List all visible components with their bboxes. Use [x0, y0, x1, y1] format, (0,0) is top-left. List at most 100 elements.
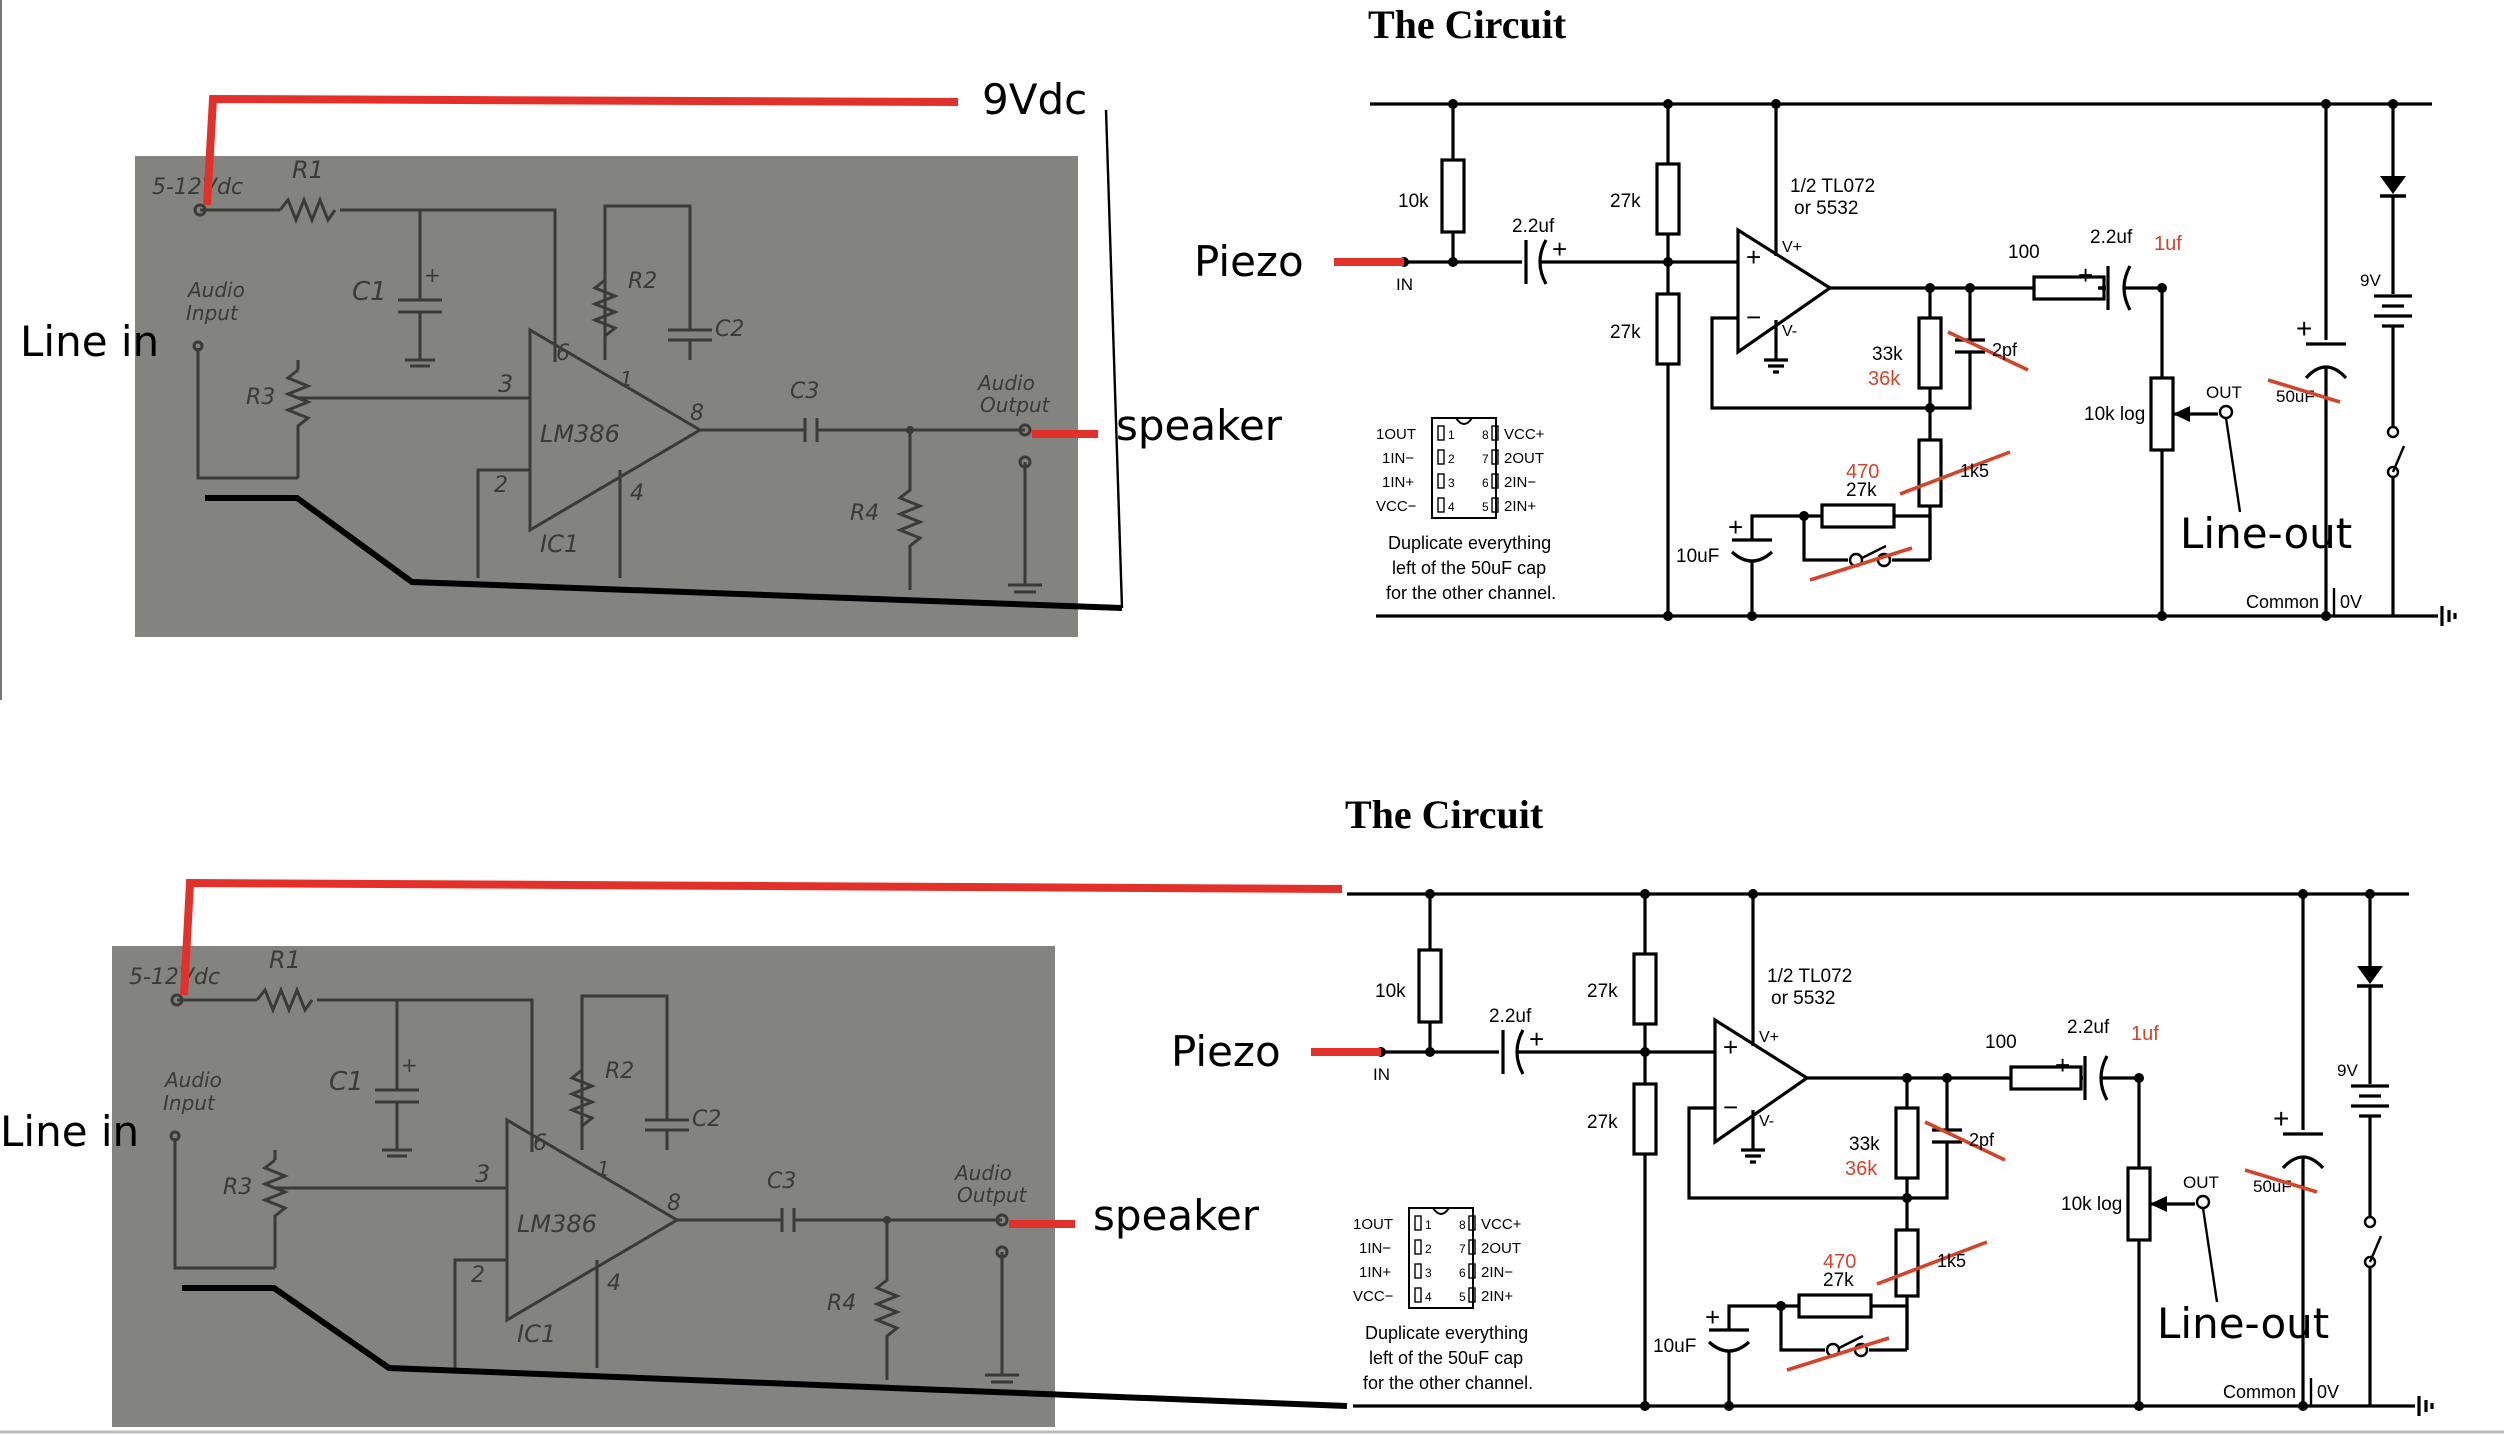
- r33k-label: 33k: [1849, 1134, 1880, 1155]
- opamp-label-2: or 5532: [1794, 198, 1858, 219]
- line-in-label: Line in: [0, 1107, 139, 1156]
- opamp-label-1: 1/2 TL072: [1790, 176, 1875, 197]
- vminus-label: V-: [1782, 323, 1797, 340]
- common-label: Common: [2223, 1382, 2296, 1402]
- pinout-left-2: 1IN−: [1382, 450, 1414, 467]
- pinout-right-3: 2IN−: [1504, 474, 1536, 491]
- pin-num-7: 7: [1482, 452, 1489, 466]
- vminus-label: V-: [1759, 1113, 1774, 1130]
- opamp-plus: +: [1746, 242, 1761, 272]
- sketch-c1-plus: +: [401, 1053, 418, 1077]
- pin-num-2: 2: [1425, 1242, 1432, 1256]
- sketch-supply-label: 5-12Vdc: [152, 175, 243, 200]
- out-label: OUT: [2183, 1173, 2219, 1192]
- pin-num-2: 2: [1448, 452, 1455, 466]
- sketch-audio-input-2: Input: [163, 1091, 216, 1115]
- sketch-pin3: 3: [475, 1160, 490, 1188]
- sketch-pin3: 3: [498, 370, 513, 398]
- supply-wire-overlay: [180, 878, 1343, 996]
- schematic-title: The Circuit: [1345, 792, 1544, 837]
- note-line-1: Duplicate everything: [1388, 533, 1551, 553]
- sketch-c3-label: C3: [790, 379, 819, 404]
- note-line-2: left of the 50uF cap: [1392, 558, 1546, 578]
- sketch-audio-input-1: Audio: [186, 278, 245, 302]
- supply-label: 9Vdc: [982, 75, 1087, 124]
- opamp-plus: +: [1723, 1032, 1738, 1062]
- note-line-3: for the other channel.: [1363, 1373, 1533, 1393]
- pinout-left-4: VCC−: [1376, 498, 1417, 515]
- r33k-label: 33k: [1872, 344, 1903, 365]
- c22-plus: +: [1552, 234, 1567, 264]
- sketch-pin2: 2: [494, 473, 508, 498]
- sketch-r1-label: R1: [292, 156, 324, 184]
- pinout-right-1: VCC+: [1504, 426, 1545, 443]
- note-line-1: Duplicate everything: [1365, 1323, 1528, 1343]
- c22-out-plus: +: [2078, 260, 2093, 290]
- c22-out-label: 2.2uf: [2090, 227, 2133, 248]
- sketch-r4-label: R4: [850, 501, 879, 526]
- ground-wire-overlay: [182, 1285, 1348, 1409]
- pin-num-8: 8: [1482, 428, 1489, 442]
- pin-num-1: 1: [1448, 428, 1455, 442]
- piezo-label: Piezo: [1194, 237, 1304, 286]
- sketch-c3-label: C3: [767, 1169, 796, 1194]
- r36k-label: 36k: [1845, 1158, 1878, 1180]
- pinout-left-1: 1OUT: [1376, 426, 1416, 443]
- line-in-label: Line in: [20, 317, 159, 366]
- pin-num-3: 3: [1448, 476, 1455, 490]
- c50uf-plus: +: [2296, 313, 2312, 344]
- r27k-bot-label: 27k: [1610, 322, 1641, 343]
- sketch-pin1: 1: [620, 367, 633, 391]
- vplus-label: V+: [1782, 239, 1802, 256]
- c22-plus: +: [1529, 1024, 1544, 1054]
- vplus-label: V+: [1759, 1029, 1779, 1046]
- sketch-pin8: 8: [690, 401, 704, 426]
- line-out-label: Line-out: [2157, 1299, 2329, 1348]
- sketch-c1-plus: +: [424, 263, 441, 287]
- pinout-right-1: VCC+: [1481, 1216, 1522, 1233]
- sketch-audio-output-2: Output: [980, 393, 1051, 417]
- c10uf-plus: +: [1705, 1302, 1720, 1332]
- r10k-label: 10k: [1375, 981, 1406, 1002]
- panel-bottom: 5-12Vdc R1 C1 R2 C2 R3 C3 R4 LM386 IC1 A…: [0, 792, 2434, 1427]
- sketch-r3-label: R3: [246, 385, 275, 410]
- batt-label: 9V: [2360, 271, 2381, 290]
- pinout-left-4: VCC−: [1353, 1288, 1394, 1305]
- sketch-pin2: 2: [471, 1263, 485, 1288]
- sketch-r2-label: R2: [628, 269, 657, 294]
- sketch-ic-label: LM386: [540, 420, 620, 448]
- pin-num-4: 4: [1425, 1290, 1432, 1304]
- opamp-minus: −: [1723, 1092, 1738, 1122]
- r10k-label: 10k: [1398, 191, 1429, 212]
- r27k-fb-label: 27k: [1846, 480, 1877, 501]
- ov-label: 0V: [2340, 592, 2362, 612]
- sketch-c1-label: C1: [352, 277, 387, 307]
- sketch-photo: 5-12Vdc R1 C1 R2 C2 R3 C3 R4 LM386 IC1 A…: [112, 946, 1055, 1427]
- c22-out-label: 2.2uf: [2067, 1017, 2110, 1038]
- c2pf-label: 2pf: [1969, 1130, 1995, 1150]
- pinout-right-3: 2IN−: [1481, 1264, 1513, 1281]
- r27k-top-label: 27k: [1587, 981, 1618, 1002]
- c22-label: 2.2uf: [1489, 1006, 1532, 1027]
- c2pf-label: 2pf: [1992, 340, 2018, 360]
- sketch-pin4: 4: [630, 481, 644, 506]
- r1k5-label: 1k5: [1937, 1251, 1966, 1271]
- note-line-3: for the other channel.: [1386, 583, 1556, 603]
- sketch-c2-label: C2: [715, 317, 744, 342]
- r100-label: 100: [2008, 242, 2040, 263]
- sketch-audio-output-1: Audio: [953, 1161, 1012, 1185]
- sketch-audio-output-2: Output: [957, 1183, 1028, 1207]
- c10uf-plus: +: [1728, 512, 1743, 542]
- schematic-bottom: The Circuit 10k IN 2.2uf +: [1345, 792, 2434, 1416]
- r1k5-label: 1k5: [1960, 461, 1989, 481]
- c1uf-label: 1uf: [2131, 1023, 2159, 1045]
- pot-label: 10k log: [2084, 404, 2145, 425]
- pin-num-1: 1: [1425, 1218, 1432, 1232]
- r100-label: 100: [1985, 1032, 2017, 1053]
- sketch-r4-label: R4: [827, 1291, 856, 1316]
- sketch-photo: 5-12Vdc R1 C1 R2 C2 R3 C3 R4 LM386 IC1 A…: [135, 156, 1078, 637]
- c50uf-plus: +: [2273, 1103, 2289, 1134]
- sketch-r1-label: R1: [269, 946, 301, 974]
- schematic-title: The Circuit: [1368, 2, 1567, 47]
